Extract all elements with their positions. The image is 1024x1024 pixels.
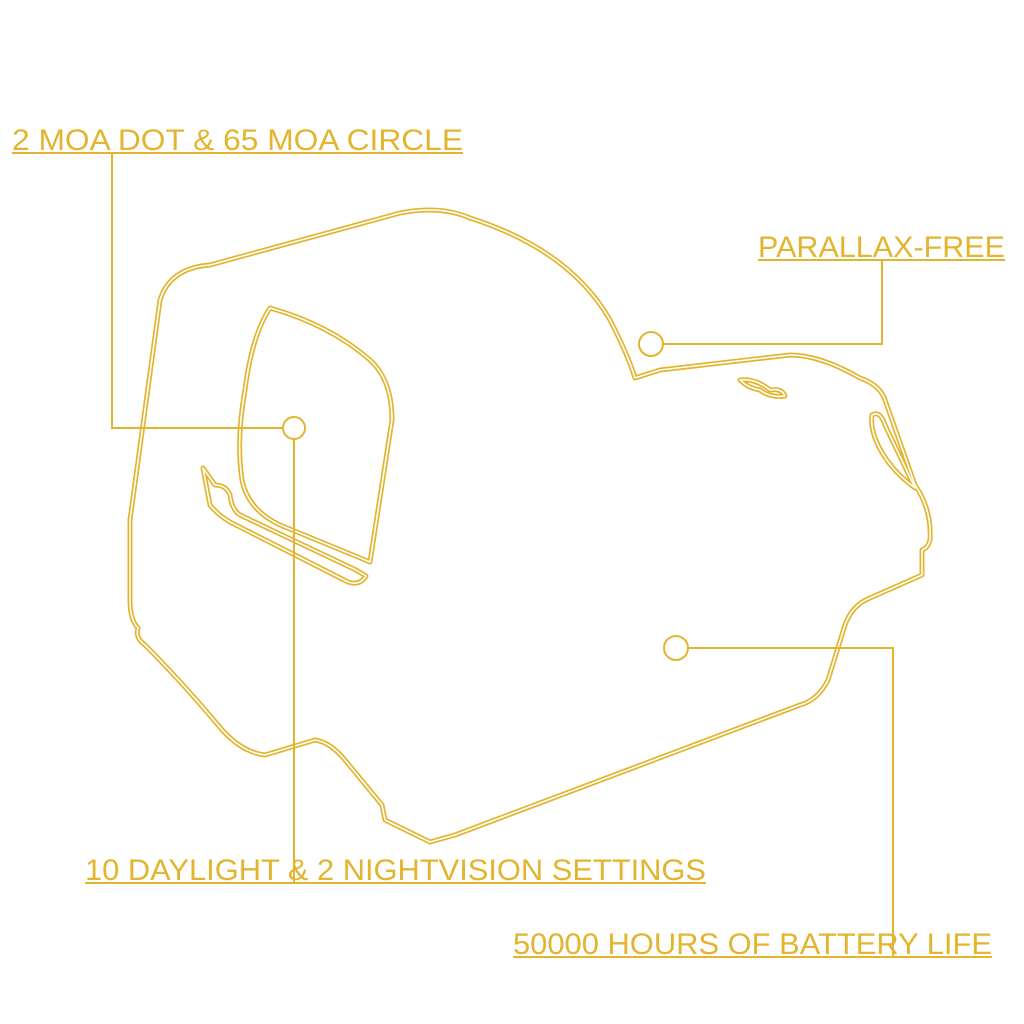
callout-brightness-label: 10 DAYLIGHT & 2 NIGHTVISION SETTINGS	[85, 854, 706, 887]
callout-parallax-leader	[663, 260, 883, 345]
callout-battery-leader	[689, 647, 894, 957]
callout-reticle-marker	[282, 416, 306, 440]
callout-battery: 50000 HOURS OF BATTERY LIFE	[513, 635, 992, 961]
callout-parallax-label: PARALLAX-FREE	[758, 231, 1005, 264]
callout-parallax: PARALLAX-FREE	[638, 231, 1005, 357]
callout-battery-marker	[663, 635, 689, 661]
callout-brightness: 10 DAYLIGHT & 2 NIGHTVISION SETTINGS	[85, 439, 706, 887]
callout-parallax-marker	[638, 331, 664, 357]
callout-reticle: 2 MOA DOT & 65 MOA CIRCLE	[12, 124, 463, 440]
callout-battery-label: 50000 HOURS OF BATTERY LIFE	[513, 928, 992, 961]
callout-reticle-label: 2 MOA DOT & 65 MOA CIRCLE	[12, 124, 463, 157]
sight-outline	[127, 207, 933, 845]
callout-reticle-leader	[111, 153, 283, 429]
